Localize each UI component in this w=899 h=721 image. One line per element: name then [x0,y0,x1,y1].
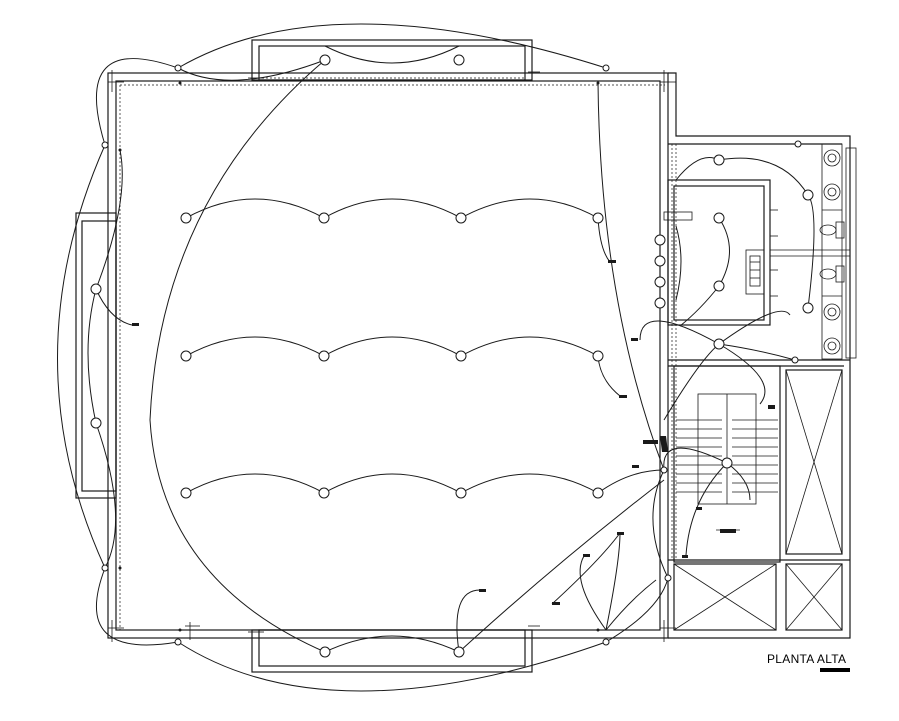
light-fixture [713,154,725,166]
light-fixture [802,302,814,314]
light-fixture [318,350,330,362]
wiring [57,23,815,692]
light-fixture [802,189,814,201]
light-fixture [721,457,733,469]
light-fixture [713,338,725,350]
light-fixture [180,487,192,499]
light-fixture [654,234,666,246]
light-fixture [90,417,102,429]
switch-tags [132,260,775,605]
light-fixture [592,487,604,499]
light-fixture [713,212,725,224]
light-fixture [90,283,102,295]
light-fixture [318,487,330,499]
light-fixture [455,350,467,362]
light-fixture [180,350,192,362]
main-hall-walls [75,39,676,673]
drawing-title: PLANTA ALTA [767,652,847,666]
light-fixture [654,276,666,288]
light-fixture [654,297,666,309]
light-fixture [713,280,725,292]
title-underline [820,668,850,672]
outlets [101,64,802,646]
light-fixture [592,212,604,224]
light-fixture [318,212,330,224]
light-fixture [654,255,666,267]
light-fixture [180,212,192,224]
light-fixture [592,350,604,362]
light-fixture [453,54,465,66]
light-fixture [319,646,331,658]
light-fixture [319,54,331,66]
service-block-walls [663,72,857,639]
light-fixtures [90,54,814,658]
light-fixture [455,487,467,499]
light-fixture [453,646,465,658]
shafts [668,369,850,631]
light-fixture [455,212,467,224]
